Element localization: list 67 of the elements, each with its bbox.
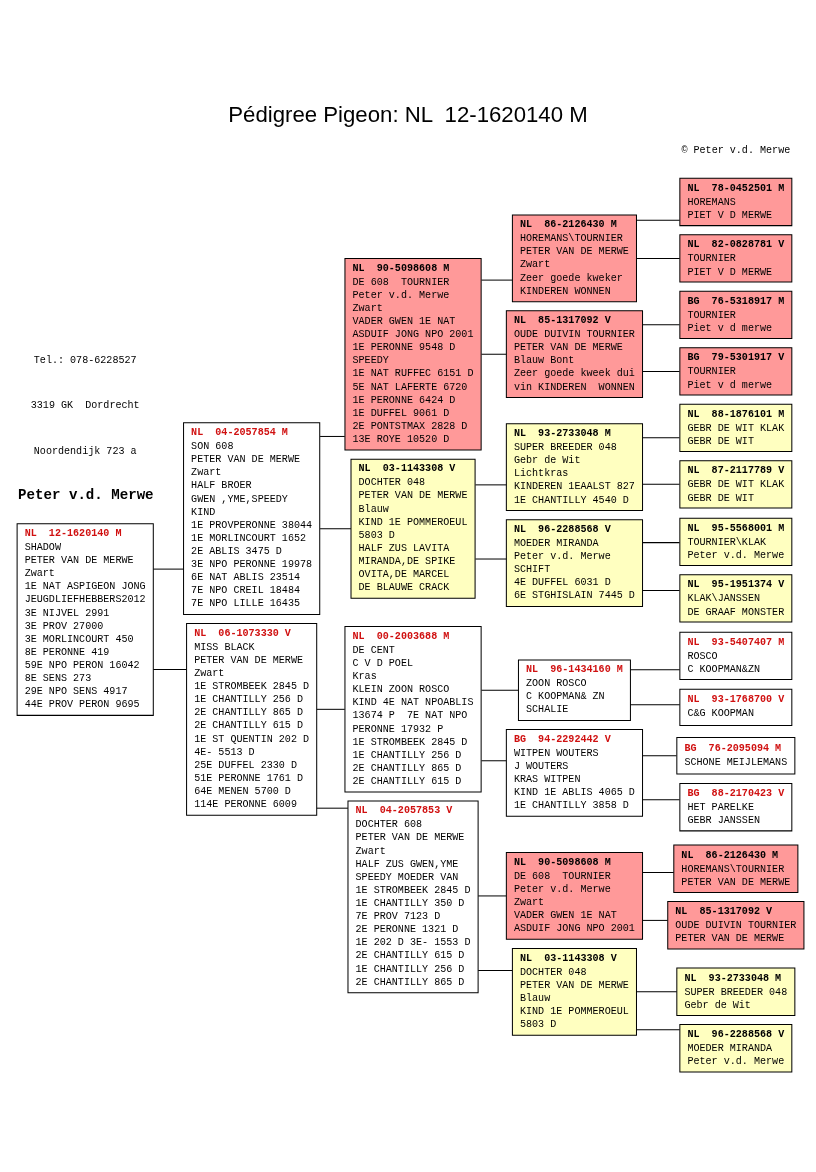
connector [319, 528, 352, 530]
connector [642, 799, 680, 801]
connector [642, 542, 680, 544]
connector [636, 257, 681, 259]
node-box: NL 96-1434160 M ZOON ROSCO C KOOPMAN& ZN SCHALIE [517, 659, 631, 721]
connector [474, 558, 507, 560]
node-box: NL 03-1143308 V DOCHTER 048 PETER VAN DE MERWE Blauw KIND 1E POMMEROEUL 5803 D HALF ZUS LAVITA MIRANDA,DE SPIKE OVITA,DE MARCEL DE BLAUWE CRACK [350, 458, 476, 599]
node-box: BG 88-2170423 V HET PARELKE GEBR JANSSEN [679, 782, 793, 832]
connector [629, 669, 681, 671]
connector [642, 755, 677, 757]
connector [642, 437, 680, 439]
label: © Peter v.d. Merwe [681, 144, 791, 156]
node-box: NL 93-2733048 M SUPER BREEDER 048 Gebr de Wit Lichtkras KINDEREN 1EAALST 827 1E CHANTILLY 4540 D [505, 423, 644, 512]
node-box: NL 87-2117789 V GEBR DE WIT KLAK GEBR DE WIT [679, 460, 793, 509]
node-box: NL 86-2126430 M HOREMANS\TOURNIER PETER VAN DE MERWE [673, 844, 799, 893]
label: Noordendijk 723 a [33, 445, 137, 457]
connector [316, 807, 349, 809]
connector [477, 895, 507, 897]
label: Tel.: 078-6228527 [33, 354, 137, 366]
label: 3319 GK Dordrecht [30, 400, 140, 412]
label: Peter v.d. Merwe [18, 487, 154, 504]
node-box: NL 06-1073330 V MISS BLACK PETER VAN DE MERWE Zwart 1E STROMBEEK 2845 D 1E CHANTILLY 256 D 2E CHANTILLY 865 D 2E CHANTILLY 615 D 1E ST QUENTIN 202 D 4E- 5513 D 25E DUFFEL 2330 D 51E PERONNE 1761 D 64E MENEN 5700 D 114E PERONNE 6009 [186, 623, 318, 816]
node-box: NL 90-5098608 M DE 608 TOURNIER Peter v.d. Merwe Zwart VADER GWEN 1E NAT ASDUIF JONG NPO 2001 1E PERONNE 9548 D SPEEDY 1E NAT RUFFEC 6151 D 5E NAT LAFERTE 6720 1E PERONNE 6424 D 1E DUFFEL 9061 D 2E PONTSTMAX 2828 D 13E ROYE 10520 D [344, 257, 482, 451]
connector [481, 760, 507, 762]
connector [642, 919, 669, 921]
node-box: BG 76-2095094 M SCHONE MEIJLEMANS [676, 737, 796, 775]
connector [474, 484, 507, 486]
connector [319, 435, 346, 437]
connector [481, 279, 513, 281]
connector [642, 370, 680, 372]
node-box: BG 76-5318917 M TOURNIER Piet v d merwe [679, 290, 793, 340]
node-box: NL 78-0452501 M HOREMANS PIET V D MERWE [679, 177, 793, 227]
connector [636, 219, 681, 221]
connector [152, 568, 184, 570]
connector [636, 1029, 681, 1031]
connector [642, 324, 680, 326]
node-box: NL 85-1317092 V OUDE DUIVIN TOURNIER PETER VAN DE MERWE [667, 901, 805, 950]
connector [636, 991, 678, 993]
connector [481, 689, 519, 691]
connector [477, 970, 513, 972]
connector [629, 704, 681, 706]
node-box: NL 96-2288568 V MOEDER MIRANDA Peter v.d. Merwe SCHIFT 4E DUFFEL 6031 D 6E STGHISLAIN 7445 D [505, 519, 644, 607]
node-box: NL 90-5098608 M DE 608 TOURNIER Peter v.d. Merwe Zwart VADER GWEN 1E NAT ASDUIF JONG NPO 2001 [505, 852, 644, 940]
connector [316, 708, 346, 710]
node-box: NL 03-1143308 V DOCHTER 048 PETER VAN DE MERWE Blauw KIND 1E POMMEROEUL 5803 D [511, 947, 637, 1036]
connector [481, 353, 507, 355]
node-box: NL 93-5407407 M ROSCO C KOOPMAN&ZN [679, 631, 793, 681]
node-box: NL 12-1620140 M SHADOW PETER VAN DE MERWE Zwart 1E NAT ASPIGEON JONG JEUGDLIEFHEBBERS2012 3E NIJVEL 2991 3E PROV 27000 3E MORLINCOURT 450 8E PERONNE 419 59E NPO PERON 16042 8E SENS 273 29E NPO SENS 4917 44E PROV PERON 9695 [16, 523, 154, 716]
connector [642, 590, 680, 592]
node-box: NL 85-1317092 V OUDE DUIVIN TOURNIER PETER VAN DE MERWE Blauw Bont Zeer goede kweek dui vin KINDEREN WONNEN [505, 310, 644, 399]
node-box: NL 04-2057853 V DOCHTER 608 PETER VAN DE MERWE Zwart HALF ZUS GWEN,YME SPEEDY MOEDER VAN 1E STROMBEEK 2845 D 1E CHANTILLY 350 D 7E PROV 7123 D 2E PERONNE 1321 D 1E 202 D 3E- 1553 D 2E CHANTILLY 615 D 1E CHANTILLY 256 D 2E CHANTILLY 865 D [347, 800, 479, 994]
node-box: BG 79-5301917 V TOURNIER Piet v d merwe [679, 347, 793, 396]
connector [642, 871, 675, 873]
connector [152, 668, 188, 670]
node-box: NL 93-2733048 M SUPER BREEDER 048 Gebr de Wit [676, 967, 796, 1016]
node-box: NL 00-2003688 M DE CENT C V D POEL Kras KLEIN ZOON ROSCO KIND 4E NAT NPOABLIS 13674 P 7E NAT NPO PERONNE 17932 P 1E STROMBEEK 2845 D 1E CHANTILLY 256 D 2E CHANTILLY 865 D 2E CHANTILLY 615 D [344, 626, 482, 793]
node-box: NL 96-2288568 V MOEDER MIRANDA Peter v.d. Merwe [679, 1024, 793, 1073]
connector [642, 483, 680, 485]
diagram-title: Pédigree Pigeon: NL 12-1620140 M [228, 101, 588, 127]
node-box: NL 86-2126430 M HOREMANS\TOURNIER PETER VAN DE MERWE Zwart Zeer goede kweker KINDEREN WONNEN [511, 214, 637, 303]
node-box: BG 94-2292442 V WITPEN WOUTERS J WOUTERS KRAS WITPEN KIND 1E ABLIS 4065 D 1E CHANTILLY 3858 D [505, 729, 644, 817]
node-box: NL 82-0828781 V TOURNIER PIET V D MERWE [679, 234, 793, 283]
node-box: NL 04-2057854 M SON 608 PETER VAN DE MERWE Zwart HALF BROER GWEN ,YME,SPEEDY KIND 1E PROVPERONNE 38044 1E MORLINCOURT 1652 2E ABLIS 3475 D 3E NPO PERONNE 19978 6E NAT ABLIS 23514 7E NPO CREIL 18484 7E NPO LILLE 16435 [183, 422, 321, 615]
node-box: NL 93-1768700 V C&G KOOPMAN [679, 688, 793, 726]
node-box: NL 95-1951374 V KLAK\JANSSEN DE GRAAF MONSTER [679, 574, 793, 623]
node-box: NL 95-5568001 M TOURNIER\KLAK Peter v.d. Merwe [679, 517, 793, 567]
node-box: NL 88-1876101 M GEBR DE WIT KLAK GEBR DE WIT [679, 403, 793, 453]
